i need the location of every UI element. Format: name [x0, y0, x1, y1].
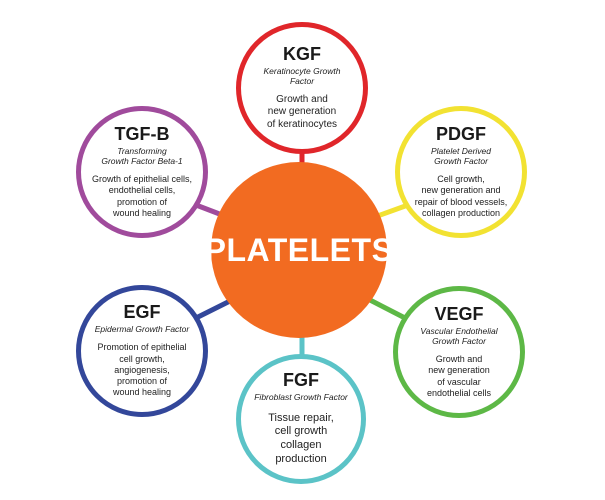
egf-full-name: Epidermal Growth Factor — [94, 324, 190, 335]
fgf-full-name: Fibroblast Growth Factor — [254, 392, 348, 403]
connector-vegf — [368, 297, 407, 321]
node-kgf: KGF Keratinocyte Growth Factor Growth an… — [236, 22, 368, 154]
vegf-abbr: VEGF — [434, 303, 484, 324]
vegf-full-name: Vascular Endothelial Growth Factor — [420, 325, 498, 346]
tgfb-abbr: TGF-B — [114, 123, 170, 144]
node-egf: EGF Epidermal Growth Factor Promotion of… — [76, 285, 208, 417]
node-tgfb: TGF-B Transforming Growth Factor Beta-1 … — [76, 106, 208, 238]
node-vegf: VEGF Vascular Endothelial Growth Factor … — [393, 286, 525, 418]
egf-abbr: EGF — [123, 302, 161, 323]
hub-label: PLATELETS — [204, 231, 394, 268]
node-pdgf: PDGF Platelet Derived Growth Factor Cell… — [395, 106, 527, 238]
pdgf-full-name: Platelet Derived Growth Factor — [430, 145, 491, 166]
kgf-abbr: KGF — [283, 43, 321, 64]
node-fgf: FGF Fibroblast Growth Factor Tissue repa… — [236, 354, 366, 484]
fgf-description: Tissue repair, cell growth collagen prod… — [268, 411, 334, 465]
pdgf-abbr: PDGF — [435, 123, 486, 144]
kgf-description: Growth and new generation of keratinocyt… — [266, 93, 338, 130]
platelets-hub: PLATELETS — [205, 162, 393, 338]
kgf-full-name: Keratinocyte Growth Factor — [263, 65, 341, 86]
tgfb-full-name: Transforming Growth Factor Beta-1 — [101, 145, 183, 166]
pdgf-description: Cell growth, new generation and repair o… — [414, 174, 508, 218]
egf-description: Promotion of epithelial cell growth, ang… — [97, 342, 187, 398]
connector-egf — [194, 297, 234, 321]
vegf-description: Growth and new generation of vascular en… — [426, 354, 492, 398]
tgfb-description: Growth of epithelial cells, endothelial … — [91, 174, 193, 218]
fgf-abbr: FGF — [283, 370, 319, 391]
